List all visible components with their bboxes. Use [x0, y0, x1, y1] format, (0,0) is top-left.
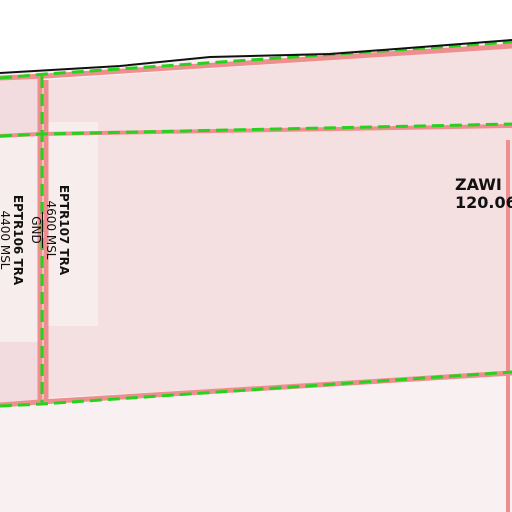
- zone-eptr107-upper: 4600 MSL: [44, 200, 59, 260]
- label-box-eptr107: [46, 122, 98, 326]
- zone-eptr106-upper: 4400 MSL: [0, 210, 13, 270]
- label-zawi: ZAWI 120.06: [455, 175, 512, 213]
- label-box-eptr106: [0, 136, 38, 342]
- zone-zawi-name: ZAWI: [455, 175, 502, 194]
- tma-boundary-inner: [0, 122, 512, 138]
- label-eptr106: EPTR106 TRA 4400 MSL: [0, 160, 25, 320]
- zone-eptr107-area: [46, 48, 512, 398]
- zone-eptr107-name: EPTR107 TRA: [57, 184, 71, 276]
- tma-boundary-bottom: [0, 370, 512, 408]
- boundary-line: [0, 39, 512, 74]
- zone-border-bottom: [0, 370, 512, 408]
- tma-boundary-top: [0, 40, 512, 80]
- zone-eptr106-name: EPTR106 TRA: [11, 194, 25, 286]
- label-eptr107: EPTR107 TRA 4600 MSL GND: [29, 150, 71, 310]
- zone-eptr107-lower: GND: [29, 212, 43, 248]
- zone-zawi-frequency: 120.06: [455, 193, 512, 213]
- zone-border-top: [0, 43, 512, 81]
